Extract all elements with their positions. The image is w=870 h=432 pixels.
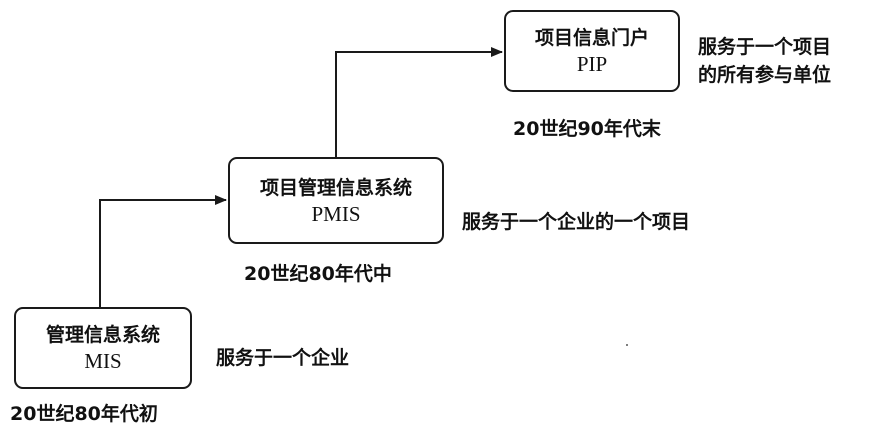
node-pip-description-line-1: 服务于一个项目	[698, 36, 832, 58]
edge-mis-to-pmis	[99, 195, 227, 307]
node-pmis-abbr: PMIS	[311, 201, 361, 226]
node-pmis-description-line: 服务于一个企业的一个项目	[462, 211, 691, 233]
node-pip-abbr: PIP	[576, 52, 608, 76]
node-mis-description-line: 服务于一个企业	[216, 347, 350, 369]
scan-speck	[626, 344, 628, 346]
node-pmis-era: 20世纪80年代中	[244, 263, 392, 285]
node-mis-era: 20世纪80年代初	[10, 403, 158, 425]
node-mis-title: 管理信息系统	[45, 324, 160, 346]
node-pmis-description: 服务于一个企业的一个项目	[462, 208, 690, 236]
node-pmis-title: 项目管理信息系统	[259, 176, 412, 199]
node-pip-title: 项目信息门户	[534, 27, 649, 49]
node-pip-description: 服务于一个项目 的所有参与单位	[698, 33, 831, 89]
edge-pmis-to-pip	[335, 47, 503, 157]
node-mis-description: 服务于一个企业	[216, 344, 349, 372]
node-mis-abbr: MIS	[84, 349, 122, 373]
node-mis-box: 管理信息系统 MIS	[14, 307, 192, 389]
node-pip-era: 20世纪90年代末	[513, 118, 661, 140]
node-pmis-box: 项目管理信息系统 PMIS	[228, 157, 444, 244]
node-pip-box: 项目信息门户 PIP	[504, 10, 680, 92]
node-pip-description-line-2: 的所有参与单位	[698, 64, 832, 86]
